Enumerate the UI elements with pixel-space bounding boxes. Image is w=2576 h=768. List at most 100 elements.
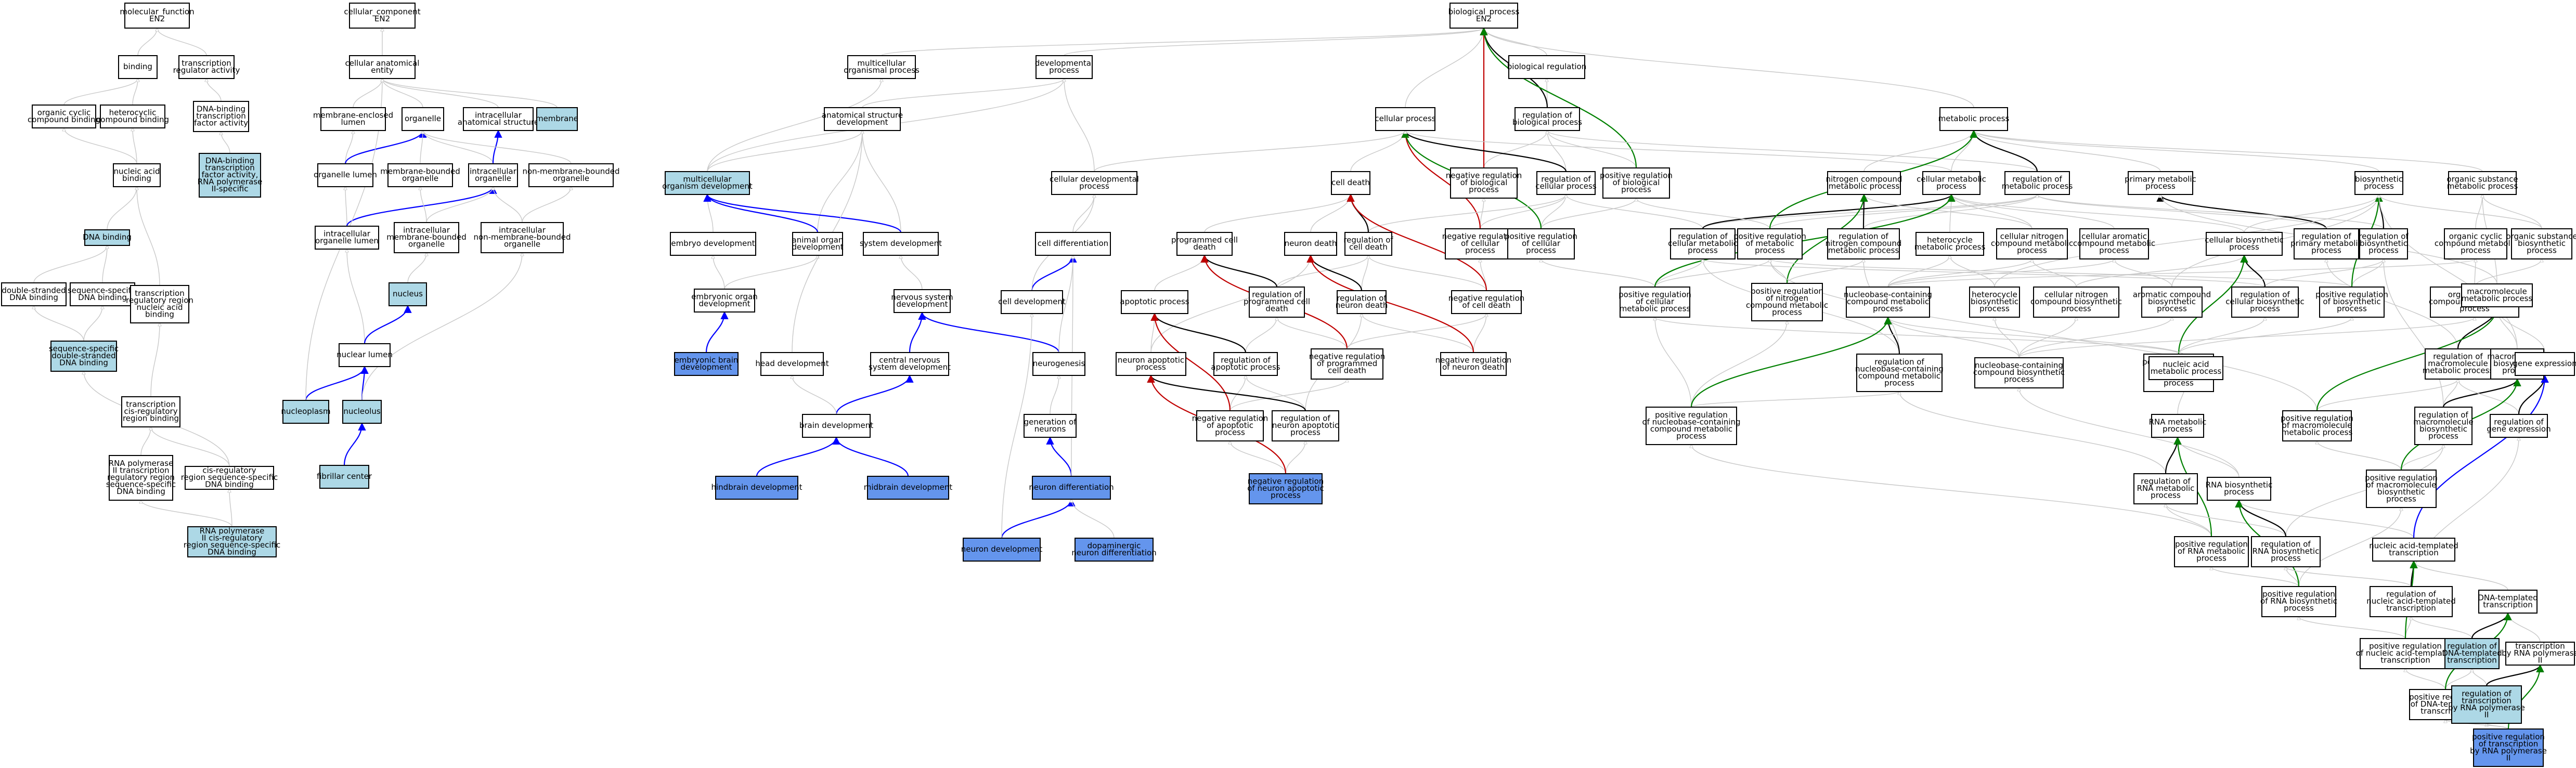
go-term-node-membrane[interactable]: membrane — [536, 107, 578, 131]
go-term-node-braindev[interactable]: brain development — [799, 414, 873, 438]
go-term-node-neudev[interactable]: neuron development — [961, 538, 1043, 562]
go-term-node-breg[interactable]: biological regulation — [1507, 55, 1586, 79]
go-term-node-binding[interactable]: binding — [118, 55, 158, 79]
go-term-node-neudiff[interactable]: neuron differentiation — [1029, 476, 1114, 500]
go-term-node-metp[interactable]: metabolic process — [1938, 107, 2010, 131]
go-term-node-neurogenesis[interactable]: neurogenesis — [1032, 352, 1085, 376]
go-term-node-gexp[interactable]: gene expression — [2513, 352, 2576, 376]
go-term-node-celldev[interactable]: cell development — [998, 290, 1066, 314]
go-term-node-celldeath[interactable]: cell death — [1331, 171, 1370, 195]
go-term-node-mbd[interactable]: midbrain development — [864, 476, 953, 500]
go-term-node-celldiff[interactable]: cell differentiation — [1035, 232, 1111, 256]
go-term-node-nlumen[interactable]: nuclear lumen — [336, 343, 393, 367]
go-term-node-ol[interactable]: organelle lumen — [314, 163, 377, 187]
go-term-node-apop[interactable]: apoptotic process — [1120, 290, 1189, 314]
go-term-node-hbd[interactable]: hindbrain development — [711, 476, 802, 500]
go-term-node-cp[interactable]: cellular process — [1375, 107, 1436, 131]
go-term-node-embdev[interactable]: embryo development — [670, 232, 756, 256]
go-term-node-organelle[interactable]: organelle — [402, 107, 444, 131]
